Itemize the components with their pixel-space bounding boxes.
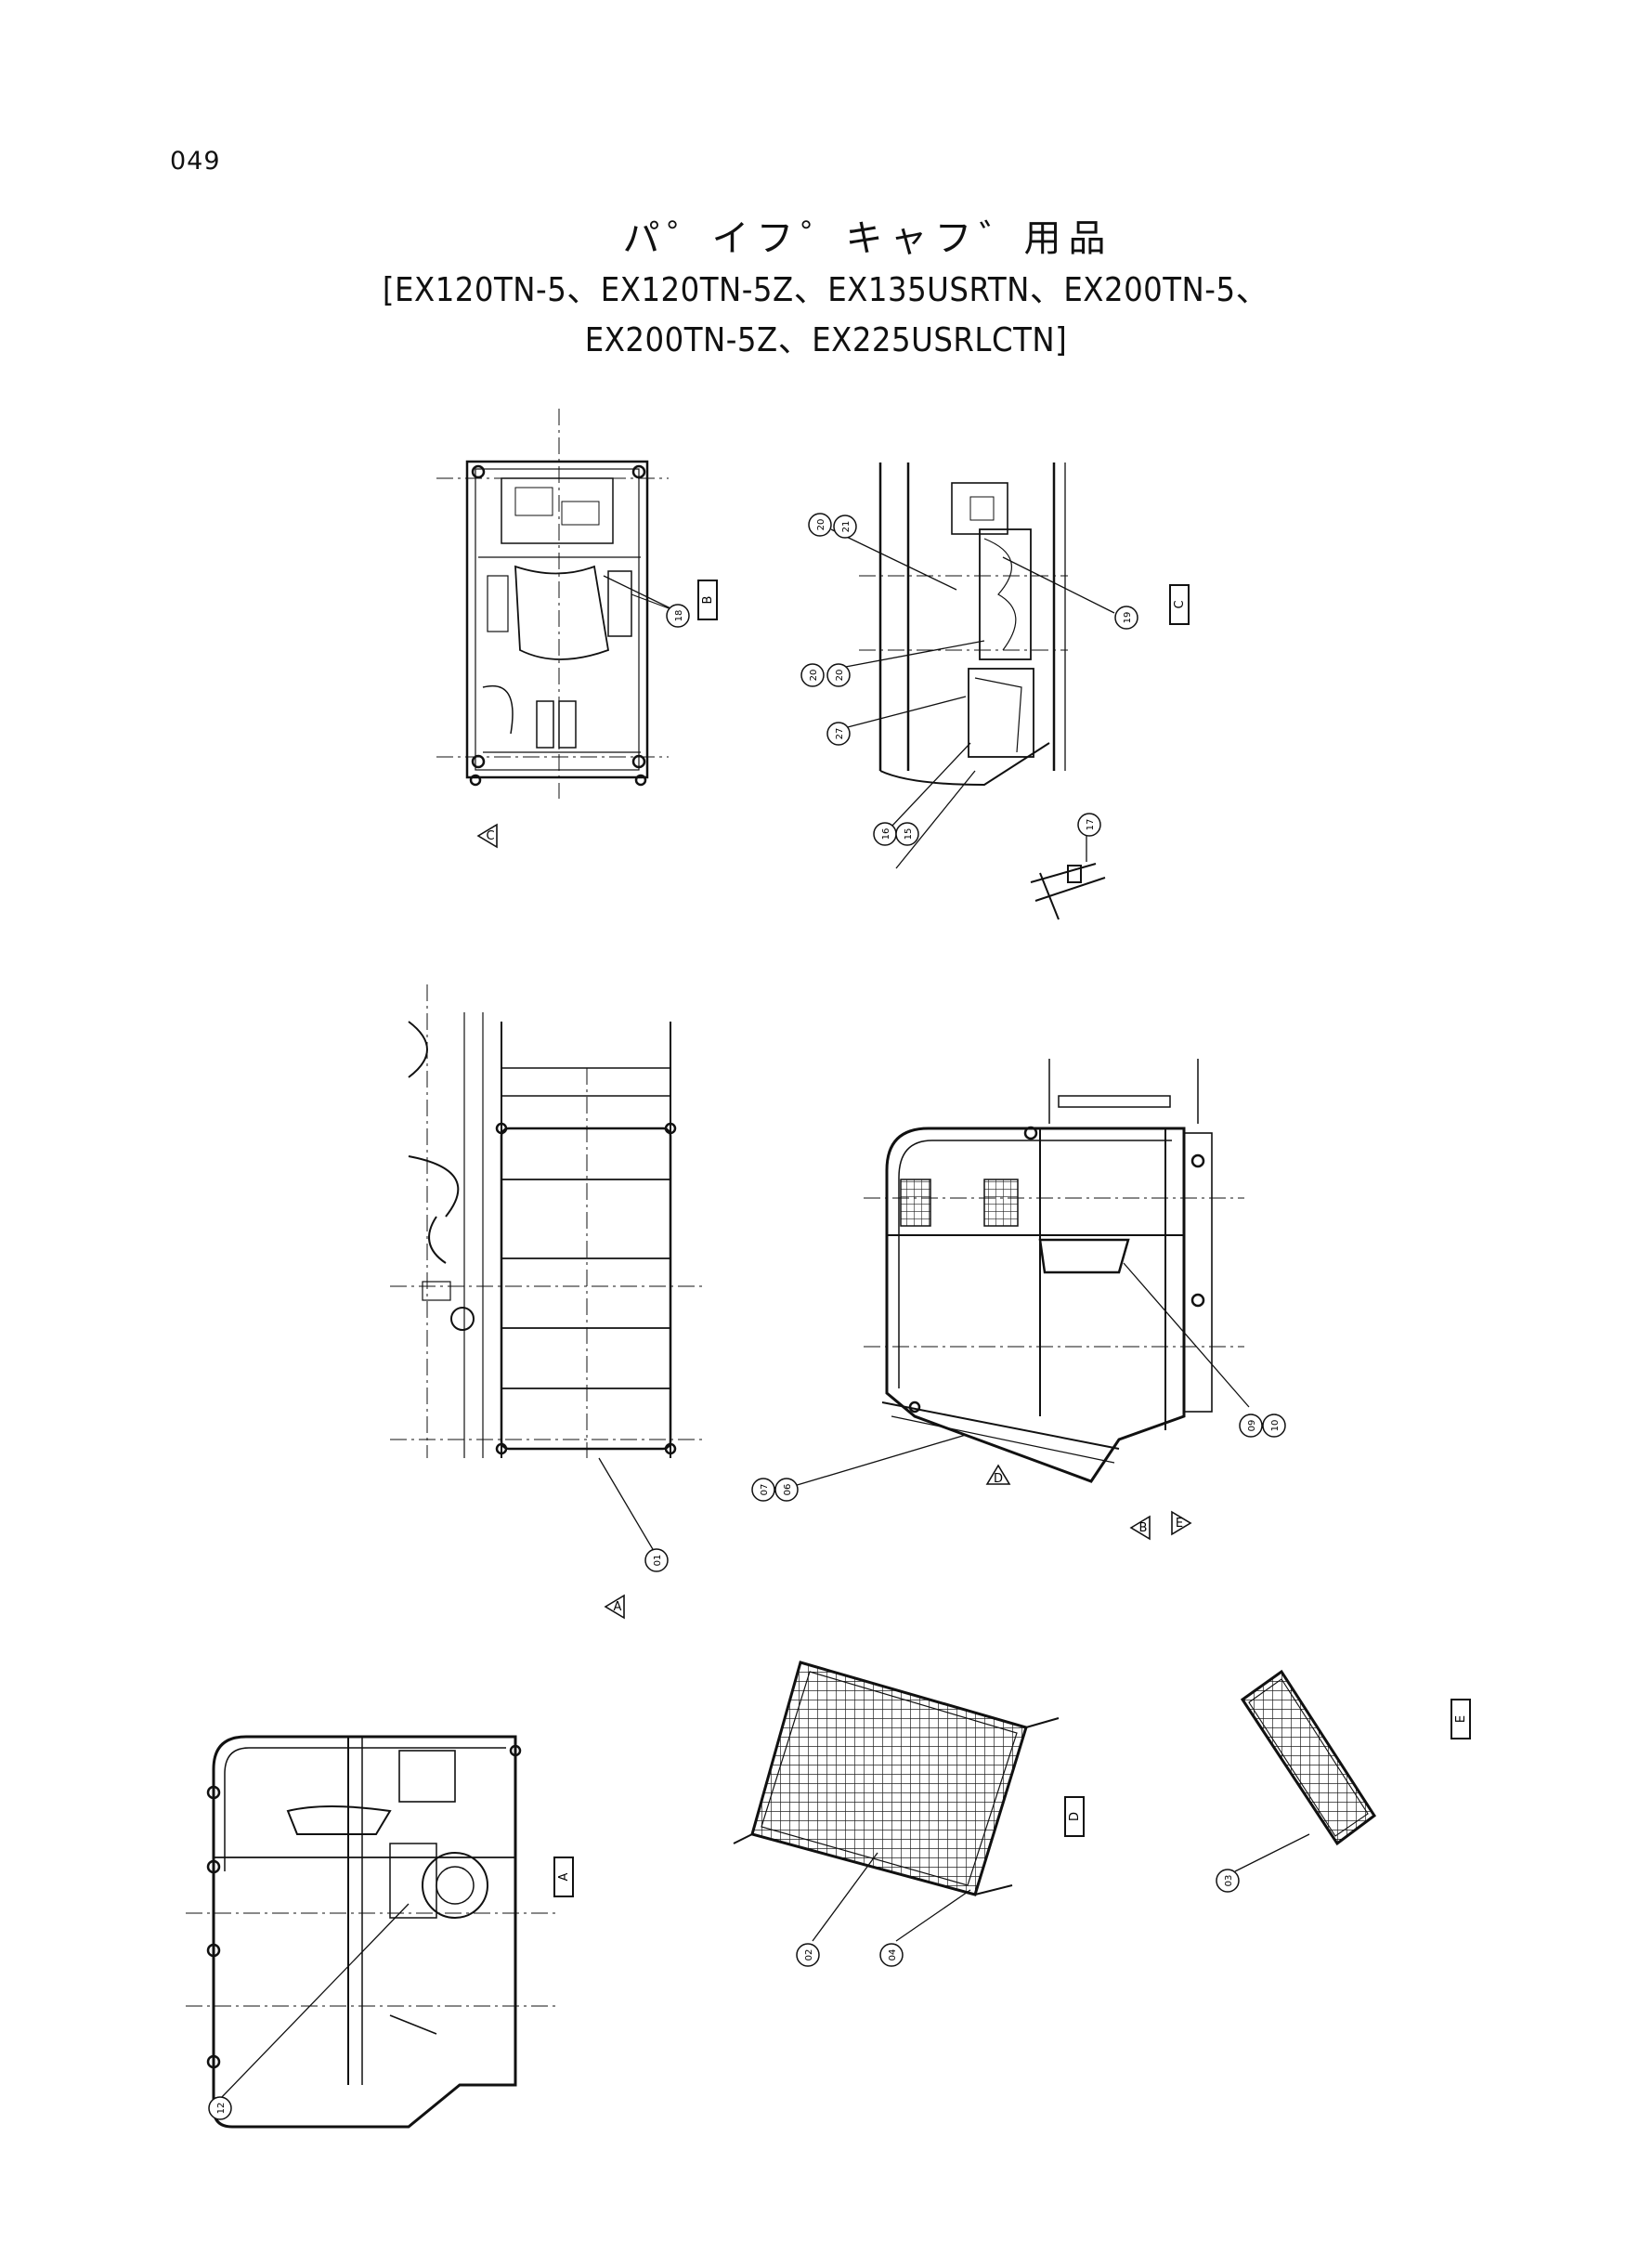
svg-text:C: C (486, 829, 494, 843)
view-tag-d: D (1064, 1796, 1085, 1837)
callout-20-top: 20 (808, 513, 832, 537)
svg-text:03: 03 (1224, 1875, 1234, 1887)
callout-15: 15 (895, 822, 919, 846)
svg-text:09: 09 (1247, 1420, 1257, 1432)
guard-rail-drawing (864, 1059, 1244, 1483)
callout-21: 21 (833, 515, 857, 539)
callout-16: 16 (873, 822, 897, 846)
svg-text:20: 20 (835, 670, 845, 682)
svg-text:20: 20 (816, 519, 826, 531)
view-arrow-b: B (1129, 1515, 1151, 1541)
detail-17-drawing (1030, 863, 1106, 920)
svg-text:07: 07 (760, 1484, 770, 1496)
svg-text:06: 06 (783, 1484, 793, 1496)
svg-text:C: C (1173, 600, 1187, 608)
view-arrow-d: D (985, 1464, 1011, 1486)
svg-text:D: D (994, 1472, 1003, 1486)
svg-text:B: B (701, 596, 715, 605)
svg-text:15: 15 (904, 828, 914, 840)
step-rail-drawing (186, 1735, 557, 2129)
svg-text:20: 20 (809, 670, 819, 682)
mesh-panel-e-drawing (1240, 1669, 1377, 1846)
view-b-frame-drawing (436, 409, 670, 799)
title-block: パ゜イフ゜キャフ゛用品 [EX120TN-5、EX120TN-5Z、EX135U… (0, 212, 1652, 366)
callout-03: 03 (1216, 1869, 1240, 1893)
svg-text:D: D (1068, 1812, 1082, 1821)
callout-17: 17 (1077, 813, 1101, 837)
svg-text:A: A (614, 1600, 622, 1614)
page-number: 049 (170, 147, 221, 176)
callout-12: 12 (208, 2096, 232, 2120)
svg-text:12: 12 (216, 2103, 227, 2115)
callout-10: 10 (1262, 1414, 1286, 1438)
callout-01: 01 (644, 1548, 669, 1572)
svg-text:19: 19 (1123, 612, 1133, 624)
mesh-panel-d-drawing (733, 1661, 1060, 1896)
callout-19: 19 (1114, 606, 1138, 630)
view-tag-c: C (1169, 584, 1190, 625)
model-list-line-2: EX200TN-5Z、EX225USRLCTN] (584, 321, 1068, 359)
callout-09: 09 (1239, 1414, 1263, 1438)
svg-text:21: 21 (841, 521, 852, 533)
svg-text:27: 27 (835, 728, 845, 740)
callout-04: 04 (879, 1943, 904, 1967)
callout-20-middle: 20 (800, 663, 825, 687)
callout-02: 02 (796, 1943, 820, 1967)
svg-text:16: 16 (881, 828, 891, 840)
svg-text:B: B (1139, 1521, 1148, 1535)
view-tag-a: A (553, 1857, 574, 1897)
view-c-frame-drawing (859, 463, 1068, 787)
leader-lines (219, 528, 1310, 2100)
svg-text:18: 18 (674, 610, 684, 622)
callout-27: 27 (826, 722, 851, 746)
svg-text:04: 04 (888, 1949, 898, 1961)
view-arrow-c: C (476, 823, 498, 849)
callout-06: 06 (774, 1478, 799, 1502)
model-list-line-1: [EX120TN-5、EX120TN-5Z、EX135USRTN、EX200TN… (382, 271, 1270, 309)
page-title: パ゜イフ゜キャフ゛用品 (622, 217, 1113, 260)
svg-text:01: 01 (653, 1555, 663, 1567)
svg-text:10: 10 (1270, 1420, 1281, 1432)
view-tag-b: B (697, 580, 718, 620)
svg-text:E: E (1176, 1517, 1183, 1531)
callout-20-lower: 20 (826, 663, 851, 687)
view-tag-e: E (1450, 1699, 1471, 1739)
view-a-ladder-drawing (390, 984, 706, 1458)
callout-18: 18 (666, 604, 690, 628)
view-arrow-a: A (604, 1594, 625, 1620)
svg-text:17: 17 (1086, 819, 1096, 831)
svg-text:02: 02 (804, 1949, 814, 1961)
view-arrow-e: E (1171, 1510, 1192, 1536)
svg-text:A: A (557, 1872, 571, 1881)
callout-07: 07 (751, 1478, 775, 1502)
svg-text:E: E (1454, 1715, 1468, 1723)
